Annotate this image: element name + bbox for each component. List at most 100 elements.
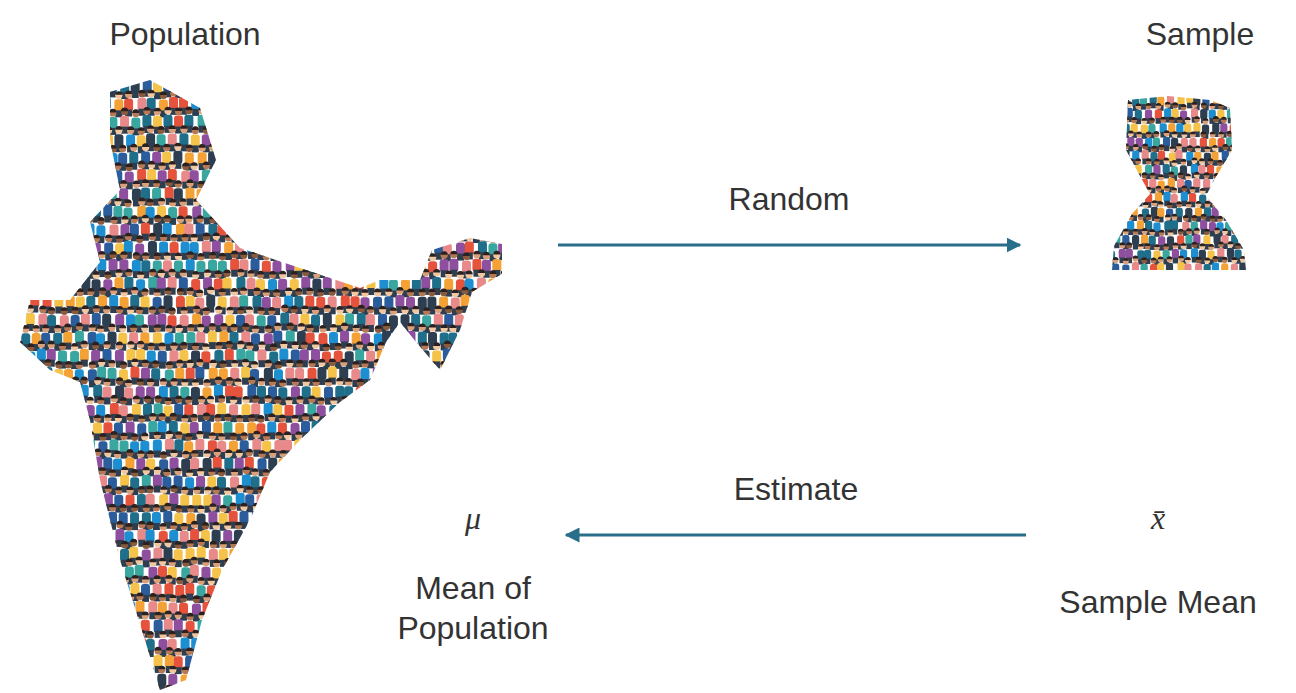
person-figure — [327, 72, 336, 98]
person-figure — [104, 558, 113, 584]
person-figure — [36, 451, 45, 477]
person-figure — [279, 487, 288, 513]
person-figure — [1103, 144, 1110, 165]
person-figure — [454, 197, 463, 223]
person-figure — [21, 145, 30, 171]
person-figure — [1106, 201, 1113, 222]
person-figure — [21, 108, 30, 134]
person-figure — [394, 217, 403, 243]
person-figure — [478, 665, 487, 691]
person-figure — [371, 683, 380, 693]
person-figure — [307, 180, 316, 206]
person-figure — [500, 127, 509, 153]
person-figure — [351, 613, 360, 639]
person-figure — [388, 89, 397, 115]
person-figure — [31, 684, 40, 693]
person-figure — [66, 109, 75, 135]
person-figure — [224, 558, 233, 584]
person-figure — [344, 161, 353, 187]
person-figure — [86, 397, 95, 423]
person-figure — [372, 503, 381, 529]
person-figure — [307, 72, 316, 98]
person-figure — [75, 682, 84, 693]
person-figure — [328, 683, 337, 693]
person-figure — [495, 323, 504, 349]
person-figure — [76, 144, 85, 170]
person-figure — [181, 667, 190, 693]
person-figure — [214, 161, 223, 187]
person-figure — [300, 162, 309, 188]
person-figure — [335, 486, 344, 512]
person-figure — [118, 611, 127, 637]
person-figure — [1105, 173, 1112, 194]
person-figure — [168, 666, 177, 692]
person-figure — [104, 126, 113, 152]
person-figure — [428, 503, 437, 529]
person-figure — [317, 611, 326, 637]
person-figure — [47, 414, 56, 440]
person-figure — [311, 89, 320, 115]
person-figure — [346, 595, 355, 621]
person-figure — [55, 107, 64, 133]
person-figure — [1231, 257, 1238, 278]
person-figure — [389, 667, 398, 693]
person-figure — [121, 576, 130, 602]
person-figure — [378, 161, 387, 187]
person-figure — [225, 595, 234, 621]
person-figure — [444, 163, 453, 189]
person-figure — [1240, 116, 1247, 137]
person-figure — [481, 143, 490, 169]
person-figure — [383, 432, 392, 458]
person-figure — [351, 540, 360, 566]
person-figure — [64, 431, 73, 457]
person-figure — [429, 144, 438, 170]
person-figure — [1110, 215, 1117, 236]
person-figure — [239, 72, 248, 98]
person-figure — [49, 162, 58, 188]
person-figure — [38, 88, 47, 114]
arrow-label: Random — [725, 181, 854, 218]
person-figure — [350, 108, 359, 134]
person-figure — [99, 612, 108, 638]
person-figure — [257, 163, 266, 189]
person-figure — [407, 73, 416, 99]
person-figure — [487, 198, 496, 224]
person-figure — [36, 377, 45, 403]
person-figure — [459, 431, 468, 457]
person-figure — [58, 629, 67, 655]
person-figure — [1112, 202, 1119, 223]
person-figure — [33, 397, 42, 423]
person-figure — [415, 397, 424, 423]
person-figure — [9, 433, 18, 459]
person-figure — [406, 648, 415, 674]
person-figure — [483, 215, 492, 241]
person-figure — [499, 198, 508, 224]
person-figure — [1223, 172, 1230, 193]
person-figure — [368, 378, 377, 404]
person-figure — [121, 685, 130, 693]
person-figure — [476, 198, 485, 224]
person-figure — [252, 144, 261, 170]
person-figure — [366, 163, 375, 189]
person-figure — [500, 341, 509, 367]
person-figure — [449, 181, 458, 207]
person-figure — [460, 215, 469, 241]
person-figure — [324, 665, 333, 691]
person-figure — [26, 558, 35, 584]
person-figure — [300, 522, 309, 548]
person-figure — [488, 306, 497, 332]
person-figure — [285, 181, 294, 207]
person-figure — [202, 89, 211, 115]
person-figure — [280, 125, 289, 151]
person-figure — [394, 577, 403, 603]
person-figure — [395, 395, 404, 421]
person-figure — [285, 71, 294, 97]
person-figure — [9, 323, 18, 349]
person-figure — [394, 108, 403, 134]
person-figure — [448, 108, 457, 134]
person-figure — [269, 161, 278, 187]
person-figure — [317, 684, 326, 693]
person-figure — [440, 72, 449, 98]
person-figure — [383, 360, 392, 386]
person-figure — [300, 449, 309, 475]
